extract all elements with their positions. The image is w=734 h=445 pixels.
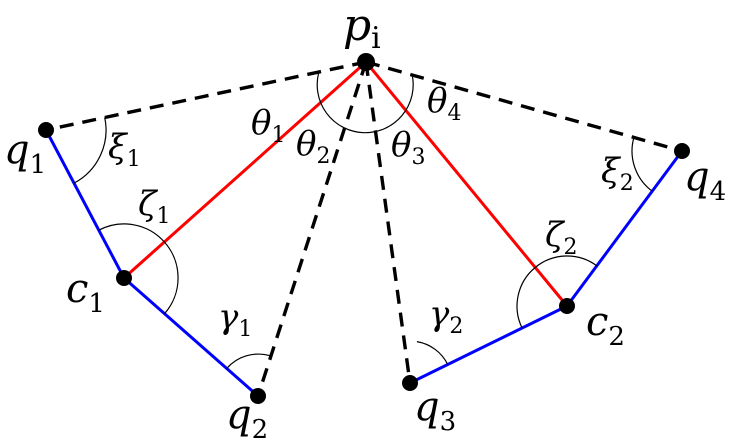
point-c1 (116, 270, 132, 286)
label-p-i: pi (343, 0, 381, 56)
arc-at-p (316, 71, 414, 134)
arc-gamma2 (416, 341, 449, 365)
dashed-line-p-q2 (256, 61, 368, 397)
arc-zeta2 (534, 255, 598, 268)
blue-segments (44, 129, 684, 398)
red-line-p-c2 (364, 61, 569, 307)
label-theta2: θ2 (296, 124, 330, 169)
red-line-p-c1 (123, 60, 367, 280)
point-labels: pi q1 c1 q2 q3 c2 q4 (4, 0, 726, 445)
arc-xi2 (631, 137, 653, 192)
points (38, 53, 690, 404)
arc-zeta1 (98, 223, 165, 243)
label-q3: q3 (414, 384, 456, 437)
label-zeta1: ζ1 (138, 184, 170, 229)
arc-xi1 (73, 117, 107, 184)
point-p (357, 53, 375, 71)
label-xi1: ξ1 (108, 127, 141, 172)
label-gamma1: γ1 (218, 297, 252, 342)
point-q2 (250, 388, 266, 404)
angle-arcs (73, 71, 653, 369)
label-zeta2: ζ2 (545, 215, 577, 260)
blue-line-q1-c1 (44, 129, 126, 279)
label-theta1: θ1 (251, 103, 285, 148)
label-c2: c2 (586, 299, 625, 352)
label-gamma2: γ2 (429, 294, 463, 339)
dashed-line-p-q3 (364, 61, 412, 384)
point-c2 (559, 298, 575, 314)
point-q4 (674, 143, 690, 159)
dashed-line-p-q4 (365, 60, 683, 153)
point-q1 (38, 122, 54, 138)
label-xi2: ξ2 (601, 151, 634, 196)
dashed-line-p-q1 (45, 60, 367, 132)
dashed-segments (45, 60, 683, 397)
angle-labels: θ1 θ2 θ3 θ4 ξ1 ζ1 γ1 γ2 ζ2 ξ2 (108, 81, 634, 342)
blue-line-c2-q4 (565, 150, 684, 307)
arc-zeta2-lower (516, 267, 536, 329)
blue-line-q3-c2 (409, 304, 568, 385)
arc-gamma1 (226, 353, 270, 369)
arc-zeta1-lower (164, 241, 179, 315)
label-q1: q1 (4, 127, 46, 180)
point-q3 (402, 375, 418, 391)
label-q2: q2 (226, 392, 268, 445)
label-theta4: θ4 (427, 81, 461, 126)
blue-line-c1-q2 (123, 276, 259, 398)
label-theta3: θ3 (391, 125, 425, 170)
label-c1: c1 (66, 266, 105, 319)
label-q4: q4 (684, 154, 726, 207)
